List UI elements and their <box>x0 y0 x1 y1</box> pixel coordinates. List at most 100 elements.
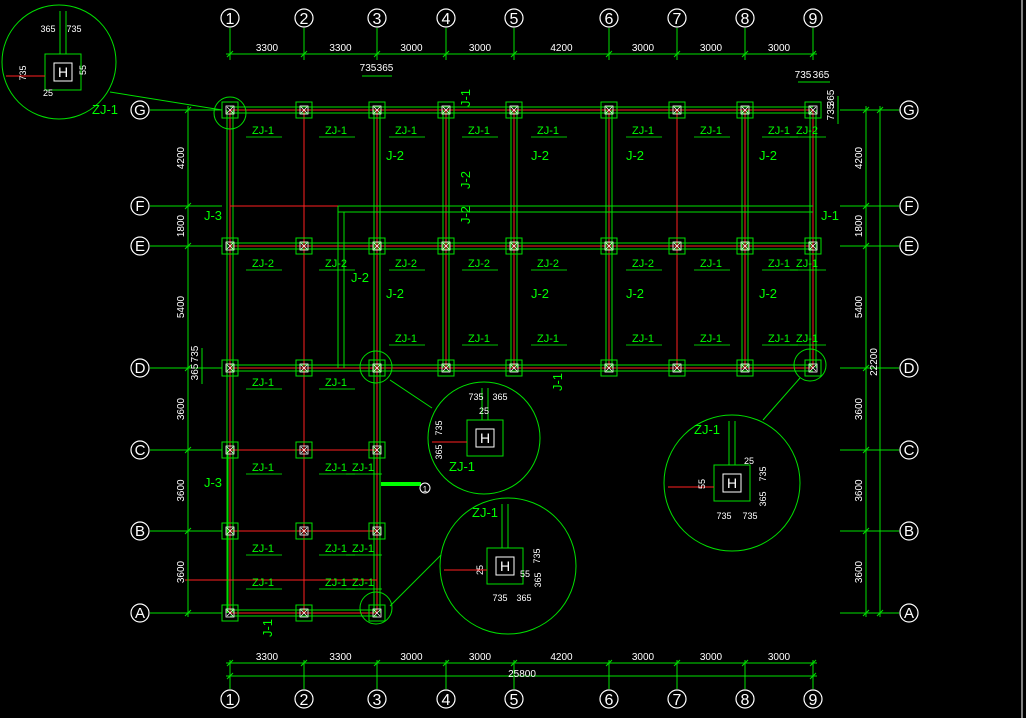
beams-layer: 1 <box>185 106 817 617</box>
dim-tick <box>300 50 308 58</box>
column-label: ZJ-1 <box>700 125 722 137</box>
axis-label-x-7: 7 <box>673 692 682 709</box>
column-pad <box>804 237 822 255</box>
column-label: ZJ-1 <box>395 125 417 137</box>
dim-top-value: 3000 <box>700 43 723 54</box>
axis-label-x-5: 5 <box>510 692 519 709</box>
detail-center-section-mark: H <box>480 430 490 446</box>
column-core <box>808 241 818 251</box>
grid-lines-layer <box>150 28 899 689</box>
column-label: ZJ-1 <box>768 258 790 270</box>
detail-bottom-dim: 365 <box>533 572 543 587</box>
detail-top-left-pad <box>44 53 82 91</box>
column-pad <box>221 359 239 377</box>
column-label: ZJ-1 <box>632 125 654 137</box>
column-core <box>441 105 451 115</box>
column-core <box>441 241 451 251</box>
axis-bubble-x <box>220 689 240 709</box>
axis-label-y-E: E <box>135 238 145 255</box>
axis-label-x-4: 4 <box>442 11 451 28</box>
dim-right-value: 5400 <box>854 295 865 318</box>
axis-label-x-3: 3 <box>373 11 382 28</box>
column-pad <box>368 359 386 377</box>
axis-label-x-8: 8 <box>741 692 750 709</box>
detail-callout-circle <box>213 96 247 130</box>
axis-label-y-C: C <box>135 442 146 459</box>
column-cross <box>809 106 817 114</box>
axis-label-y-A: A <box>135 605 145 622</box>
dim-tick <box>741 50 749 58</box>
axis-label-y-B: B <box>904 523 914 540</box>
axis-bubble-x <box>667 689 687 709</box>
detail-right-dim: 735 <box>716 511 731 521</box>
axis-label-y-G: G <box>134 102 146 119</box>
column-core <box>372 241 382 251</box>
axis-bubble-x <box>294 8 314 28</box>
dim-bottom-value: 3000 <box>700 652 723 663</box>
column-label: ZJ-1 <box>252 462 274 474</box>
axis-label-y-A: A <box>904 605 914 622</box>
dim-tick <box>605 50 613 58</box>
column-cross <box>226 364 234 372</box>
dim-right-365: 365 <box>826 89 837 106</box>
detail-bottom-label: ZJ-1 <box>472 505 498 520</box>
axis-bubble-x <box>599 8 619 28</box>
column-label: ZJ-1 <box>352 543 374 555</box>
beam-label-j-1: J-1 <box>458 89 473 107</box>
detail-bottom-dim: 55 <box>520 569 530 579</box>
axis-bubble-y <box>899 603 919 623</box>
column-label: ZJ-1 <box>700 333 722 345</box>
column-pad <box>437 101 455 119</box>
column-pad <box>600 101 618 119</box>
detail-top-left-core <box>53 62 73 82</box>
column-core <box>740 105 750 115</box>
column-label: ZJ-1 <box>352 462 374 474</box>
column-pad <box>295 359 313 377</box>
dim-tick <box>876 609 884 617</box>
column-pad <box>368 101 386 119</box>
beam-label-j-2: J-2 <box>759 286 777 301</box>
column-cross <box>300 364 308 372</box>
column-cross <box>300 446 308 454</box>
column-label: ZJ-1 <box>252 543 274 555</box>
beam-label-j-2: J-2 <box>531 148 549 163</box>
detail-top-left-leader <box>109 91 223 111</box>
column-pad <box>221 441 239 459</box>
detail-bottom-dim: 735 <box>492 593 507 603</box>
beam-label-j-1: J-1 <box>821 208 839 223</box>
dim-tick <box>226 672 234 680</box>
dim-top-value: 3000 <box>632 43 655 54</box>
column-pad <box>600 359 618 377</box>
detail-bottom-dim: 735 <box>532 548 542 563</box>
column-pad <box>505 237 523 255</box>
axis-bubble-x <box>667 8 687 28</box>
dim-bottom-value: 3000 <box>632 652 655 663</box>
column-pad <box>295 101 313 119</box>
dim-bottom-value: 4200 <box>550 652 573 663</box>
column-pad <box>221 237 239 255</box>
column-cross <box>300 609 308 617</box>
column-cross <box>510 242 518 250</box>
small-marker-label: 1 <box>423 485 428 494</box>
dim-tick <box>862 446 870 454</box>
column-pad <box>804 359 822 377</box>
column-label: ZJ-1 <box>537 125 559 137</box>
detail-bottom-circle <box>439 497 577 635</box>
dim-right-value: 1800 <box>854 214 865 237</box>
column-pad <box>437 237 455 255</box>
column-label: ZJ-2 <box>325 258 347 270</box>
column-core <box>604 105 614 115</box>
detail-bottom-section-mark: H <box>500 558 510 574</box>
stub-bar <box>381 482 421 486</box>
detail-right-dim: 25 <box>744 456 754 466</box>
column-pad <box>668 359 686 377</box>
axis-bubble-x <box>735 8 755 28</box>
column-cross <box>226 609 234 617</box>
column-pad <box>221 604 239 622</box>
detail-top-left-dim: 25 <box>43 88 53 98</box>
axis-bubble-y <box>899 100 919 120</box>
detail-right-pad <box>713 464 751 502</box>
dim-right-735: 735 <box>826 103 837 120</box>
